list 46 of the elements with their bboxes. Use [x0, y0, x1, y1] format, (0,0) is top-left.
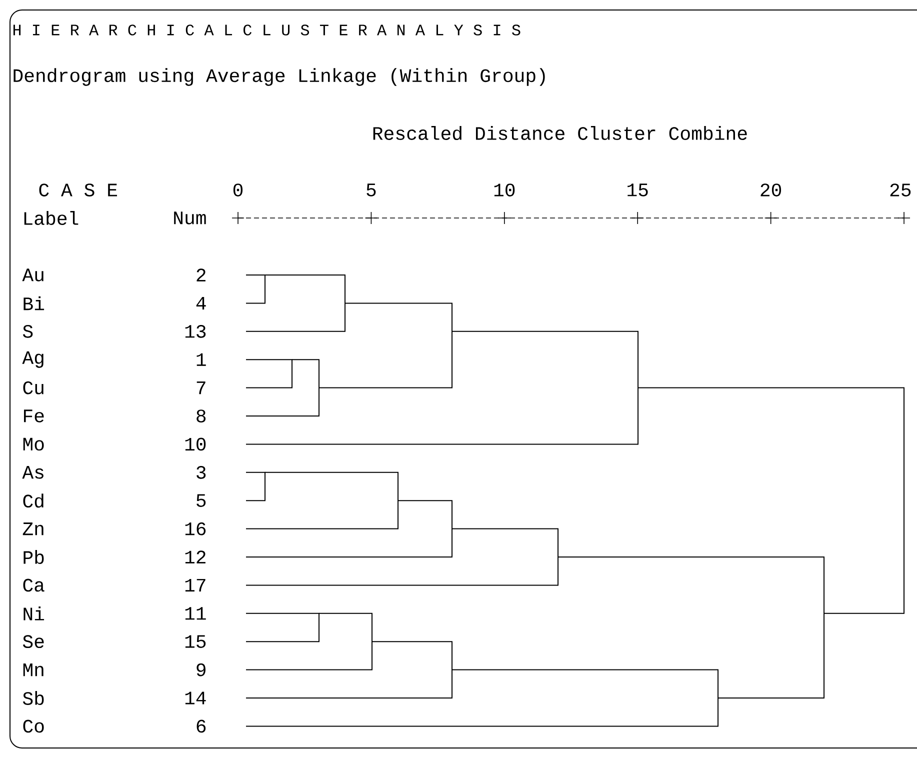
- case-label: Pb: [24, 550, 44, 564]
- case-label: Ag: [22, 351, 44, 368]
- subtitle: Dendrogram using Average Linkage (Within Group): [14, 68, 545, 86]
- title: H I E R A R C H I C A L C L U S T E R A N A L Y S I S: [13, 24, 520, 36]
- case-number: 15: [185, 635, 206, 648]
- case-label: Mo: [23, 438, 44, 451]
- tick-label: 15: [628, 184, 648, 196]
- tick-label: 10: [494, 184, 515, 196]
- tick-label: 5: [366, 184, 376, 196]
- column-heading: Num: [174, 212, 206, 224]
- case-label: Cu: [23, 381, 44, 394]
- case-number: 17: [185, 578, 206, 592]
- case-number: 5: [196, 494, 206, 507]
- case-label: Cd: [23, 494, 44, 508]
- case-label: As: [22, 466, 44, 479]
- case-label: Se: [22, 635, 44, 648]
- case-label: Co: [23, 720, 44, 733]
- case-label: Bi: [24, 296, 44, 310]
- case-number: 3: [196, 466, 206, 479]
- case-number: 9: [196, 663, 206, 676]
- case-number: 12: [185, 550, 206, 564]
- tick-label: 25: [890, 184, 911, 196]
- column-heading: C A S E: [39, 184, 117, 196]
- case-number: 13: [185, 324, 206, 338]
- case-label: Fe: [24, 410, 44, 422]
- case-number: 11: [185, 607, 206, 620]
- tick-label: 20: [760, 184, 782, 196]
- case-number: 6: [196, 720, 206, 733]
- case-number: 7: [196, 382, 206, 394]
- case-number: 14: [185, 692, 206, 704]
- case-number: 2: [196, 268, 206, 282]
- case-number: 10: [185, 438, 206, 451]
- column-heading: Label: [24, 211, 78, 225]
- case-number: 8: [196, 410, 206, 422]
- case-label: Sb: [22, 691, 44, 705]
- case-number: 1: [196, 353, 206, 366]
- case-label: Au: [22, 268, 44, 282]
- case-number: 4: [196, 296, 206, 310]
- case-label: Ca: [23, 578, 44, 592]
- case-number: 16: [185, 522, 206, 536]
- case-label: Zn: [22, 522, 44, 536]
- case-label: S: [22, 324, 33, 338]
- case-label: Ni: [24, 606, 44, 620]
- axis-title: Rescaled Distance Cluster Combine: [373, 126, 747, 140]
- case-label: Mn: [23, 664, 44, 676]
- tick-label: 0: [233, 184, 243, 196]
